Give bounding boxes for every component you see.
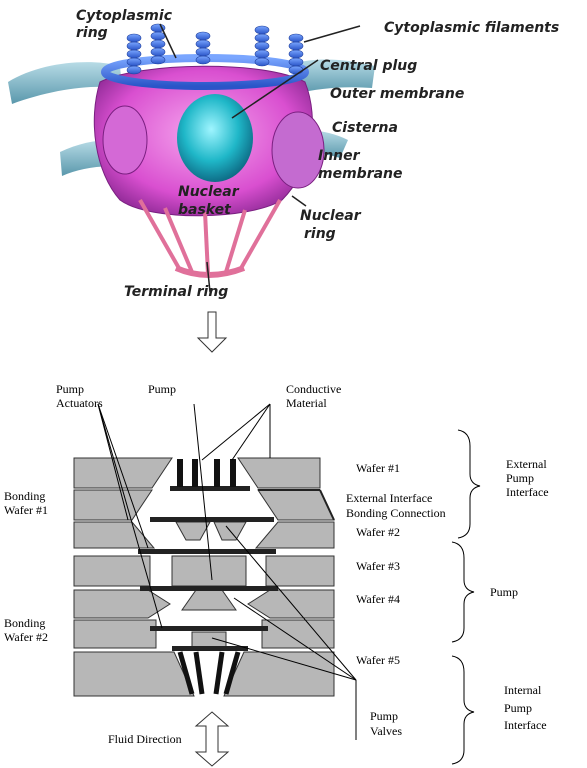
double-arrow-icon: [196, 712, 228, 766]
label-wafer-4: Wafer #4: [356, 592, 400, 606]
wafer-2-right: [256, 522, 334, 548]
label-external-interface-2: Bonding Connection: [346, 506, 446, 520]
valve-middle: [182, 590, 236, 610]
label-wafer-3: Wafer #3: [356, 559, 400, 573]
brace-internal-pump: [452, 656, 474, 764]
label-internal-pump-interface-3: Interface: [504, 718, 547, 732]
label-pump-valves-2: Valves: [370, 724, 402, 738]
wafer-3-left: [74, 556, 150, 586]
filament-4: [255, 26, 269, 66]
label-outer-membrane: Outer membrane: [330, 86, 464, 102]
label-cytoplasmic-ring-1: Cytoplasmic: [76, 8, 173, 24]
label-nuclear-basket-2: basket: [178, 202, 232, 218]
label-bonding-wafer-2-line1: Bonding: [4, 616, 45, 630]
label-internal-pump-interface-2: Pump: [504, 701, 532, 715]
filament-3: [196, 32, 210, 64]
label-terminal-ring: Terminal ring: [124, 284, 228, 300]
label-cisterna: Cisterna: [332, 120, 398, 136]
left-lobe: [103, 106, 147, 174]
label-inner-membrane-2: membrane: [318, 166, 403, 182]
wafer-4-right: [248, 590, 334, 618]
label-pump-actuators-1: Pump: [56, 382, 84, 396]
brace-pump: [452, 542, 474, 642]
conductive-pins: [177, 459, 236, 487]
label-bonding-wafer-1-line2: Wafer #1: [4, 503, 48, 517]
label-nuclear-ring-2: ring: [304, 226, 336, 242]
label-external-pump-interface-2: Pump: [506, 471, 534, 485]
label-fluid-direction: Fluid Direction: [108, 732, 182, 746]
label-bonding-wafer-2-line2: Wafer #2: [4, 630, 48, 644]
label-pump-valves-1: Pump: [370, 709, 398, 723]
label-wafer-5: Wafer #5: [356, 653, 400, 667]
label-nuclear-basket-1: Nuclear: [178, 184, 240, 200]
label-bonding-wafer-1-line1: Bonding: [4, 489, 45, 503]
nuclear-pore-illustration: Cytoplasmic ring Cytoplasmic filaments C…: [8, 8, 559, 300]
valve-upper-1: [176, 522, 210, 540]
bonding-wafer-1-left: [74, 490, 152, 520]
label-wafer-1: Wafer #1: [356, 461, 400, 475]
label-external-pump-interface-1: External: [506, 457, 547, 471]
bonding-wafer-2-left: [74, 620, 156, 648]
label-external-interface-1: External Interface: [346, 491, 432, 505]
wafer-5-left: [74, 652, 194, 696]
label-conductive-material-1: Conductive: [286, 382, 341, 396]
label-internal-pump-interface-1: Internal: [504, 683, 542, 697]
braces: [452, 430, 480, 764]
wafer-3-right: [266, 556, 334, 586]
outlet-legs: [180, 652, 238, 694]
wafer-2-left: [74, 522, 154, 548]
down-arrow-icon: [198, 312, 226, 352]
label-inner-membrane-1: Inner: [318, 148, 361, 164]
label-wafer-2: Wafer #2: [356, 525, 400, 539]
central-plug: [177, 94, 253, 182]
label-pump-group: Pump: [490, 585, 518, 599]
wafer-1-right: [238, 458, 320, 488]
wafer-3-center: [172, 556, 246, 586]
filament-5: [289, 34, 303, 74]
label-cytoplasmic-filaments: Cytoplasmic filaments: [384, 20, 559, 36]
label-nuclear-ring-1: Nuclear: [300, 208, 362, 224]
label-central-plug: Central plug: [320, 58, 417, 74]
brace-external-pump: [458, 430, 480, 538]
label-conductive-material-2: Material: [286, 396, 327, 410]
label-pump-actuators-2: Actuators: [56, 396, 103, 410]
cisterna-lobe: [272, 112, 324, 188]
label-external-pump-interface-3: Interface: [506, 485, 549, 499]
filament-1: [127, 34, 141, 74]
wafer-1-left: [74, 458, 172, 488]
wafer-5-right: [224, 652, 334, 696]
label-cytoplasmic-ring-2: ring: [76, 25, 108, 41]
pump-cross-section: [74, 404, 480, 764]
label-pump: Pump: [148, 382, 176, 396]
